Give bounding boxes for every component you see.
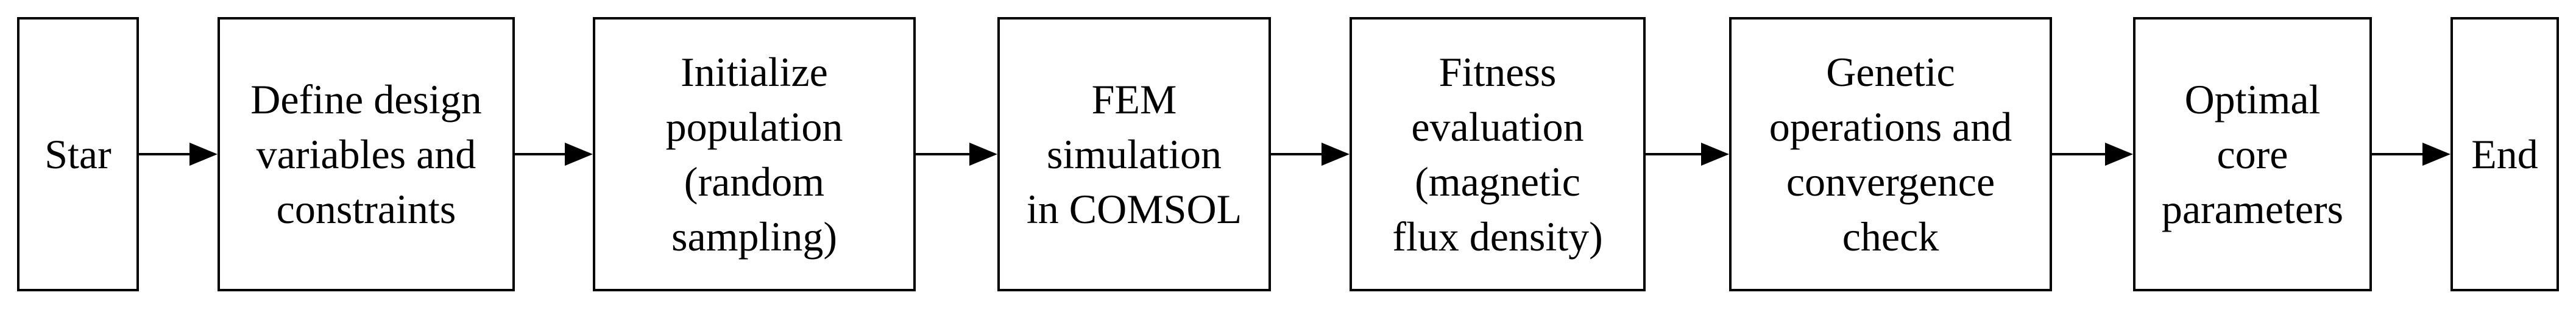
step-start: Star: [17, 17, 139, 291]
step-start-label: Star: [44, 131, 111, 177]
arrow-fitness-to-genetic: [1646, 143, 1729, 166]
step-genetic-operations-label: Genetic operations and convergence check: [1769, 49, 2012, 260]
step-fem-simulation-label: FEM simulation in COMSOL: [1026, 76, 1242, 232]
arrow-genetic-to-optimal: [2052, 143, 2133, 166]
arrow-initialize-to-fem: [916, 143, 997, 166]
step-initialize-population-label: Initialize population (random sampling): [665, 49, 843, 260]
step-end-label: End: [2471, 131, 2538, 177]
step-genetic-operations: Genetic operations and convergence check: [1729, 17, 2052, 291]
step-define-variables-label: Define design variables and constraints: [250, 76, 482, 232]
step-fitness-evaluation: Fitness evaluation (magnetic flux densit…: [1350, 17, 1646, 291]
arrow-start-to-define: [139, 143, 218, 166]
step-optimal-parameters-label: Optimal core parameters: [2161, 76, 2344, 232]
step-fem-simulation: FEM simulation in COMSOL: [997, 17, 1271, 291]
step-define-variables: Define design variables and constraints: [218, 17, 515, 291]
step-optimal-parameters: Optimal core parameters: [2133, 17, 2372, 291]
step-initialize-population: Initialize population (random sampling): [593, 17, 916, 291]
arrow-define-to-initialize: [515, 143, 593, 166]
step-end: End: [2450, 17, 2559, 291]
step-fitness-evaluation-label: Fitness evaluation (magnetic flux densit…: [1392, 49, 1603, 260]
arrow-fem-to-fitness: [1271, 143, 1350, 166]
arrow-optimal-to-end: [2372, 143, 2450, 166]
